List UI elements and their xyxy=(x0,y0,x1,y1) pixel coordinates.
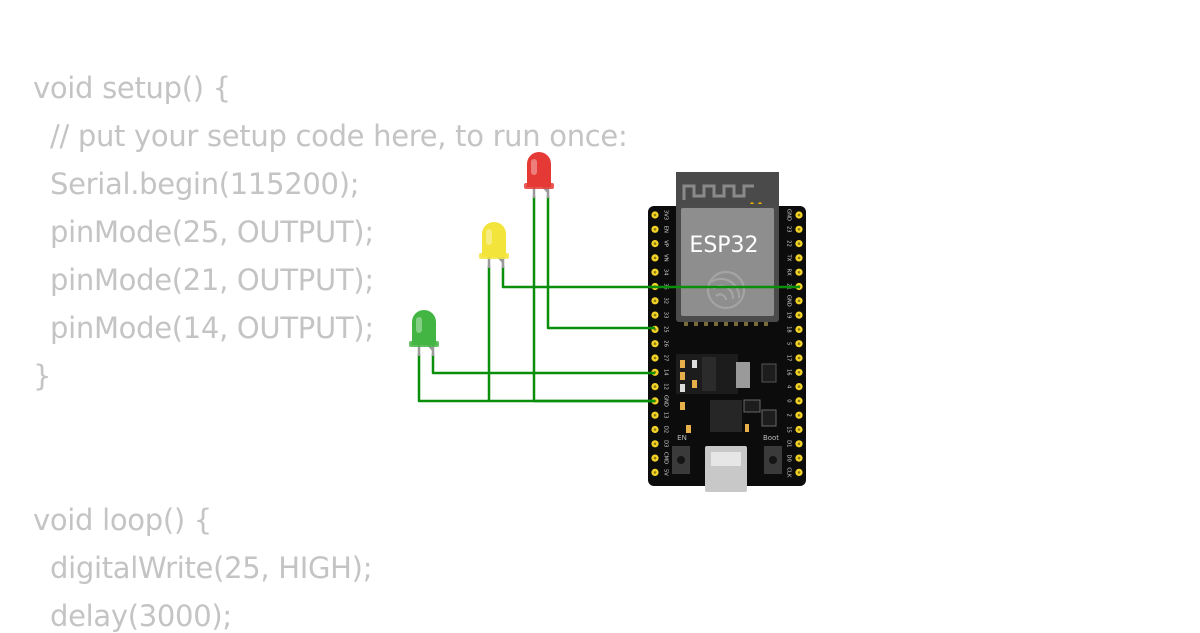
antenna-trace xyxy=(682,184,754,200)
left-pin-label: D2 xyxy=(663,426,669,433)
left-pin-label: D3 xyxy=(663,440,669,447)
left-pin-label: 12 xyxy=(663,383,669,390)
left-pin-label: 27 xyxy=(663,355,669,362)
right-pin-label: 23 xyxy=(786,226,792,233)
left-pin-label: 34 xyxy=(663,269,669,276)
left-pin-label: GND xyxy=(663,395,669,407)
right-pin-label: D1 xyxy=(786,440,792,447)
left-pin-label: 5V xyxy=(663,469,669,476)
right-pin-label: D0 xyxy=(786,454,792,461)
code-line-serial-begin: Serial.begin(115200); xyxy=(50,167,360,201)
led-red[interactable] xyxy=(524,152,554,198)
left-pin-label: 13 xyxy=(663,412,669,419)
wire-green[interactable] xyxy=(431,354,655,375)
code-line-pinmode-14: pinMode(14, OUTPUT); xyxy=(50,311,374,345)
module-label: ESP32 xyxy=(689,233,758,258)
code-line-pinmode-21: pinMode(21, OUTPUT); xyxy=(50,263,374,297)
right-pin-label: 16 xyxy=(786,369,792,376)
left-pin-label: 32 xyxy=(663,297,669,304)
wire-yellow[interactable] xyxy=(501,266,800,289)
boot-label: Boot xyxy=(763,434,779,442)
left-pin-label: VN xyxy=(663,254,669,262)
right-pin-label: 17 xyxy=(786,355,792,362)
left-pin-label: 3V3 xyxy=(663,210,669,220)
left-pin-label: 25 xyxy=(663,326,669,333)
left-pin-label: VP xyxy=(663,240,669,247)
right-pin-label: 0 xyxy=(786,399,792,402)
wires xyxy=(417,196,800,403)
left-pin-label: 26 xyxy=(663,340,669,347)
right-pin-label: 18 xyxy=(786,326,792,333)
code-line-comment: // put your setup code here, to run once… xyxy=(50,119,628,153)
right-pin-label: 4 xyxy=(786,385,792,389)
right-pin-label: RX xyxy=(786,269,792,277)
wire-red-gnd[interactable] xyxy=(532,196,655,403)
right-pin-label: 2 xyxy=(786,414,792,417)
esp32-board[interactable]: ESP32 EN xyxy=(648,172,806,492)
left-pin-label: EN xyxy=(663,226,669,233)
wire-red[interactable] xyxy=(546,196,655,330)
right-pin-label: CLK xyxy=(786,467,792,478)
module-shield xyxy=(681,208,774,316)
led-yellow[interactable] xyxy=(479,222,509,268)
right-pin-label: TX xyxy=(786,254,792,262)
left-pin-label: 33 xyxy=(663,312,669,319)
left-pin-label: 14 xyxy=(663,369,669,376)
code-line-pinmode-25: pinMode(25, OUTPUT); xyxy=(50,215,374,249)
code-line-digitalwrite: digitalWrite(25, HIGH); xyxy=(50,551,373,585)
en-label: EN xyxy=(677,434,687,442)
right-pin-label: 5 xyxy=(786,342,792,345)
right-pin-label: 22 xyxy=(786,240,792,247)
left-pin-label: CMD xyxy=(663,452,669,464)
code-line-setup-close: } xyxy=(33,359,52,393)
code-line-setup-header: void setup() { xyxy=(33,71,231,105)
right-pin-label: GND xyxy=(786,295,792,307)
code-line-loop-header: void loop() { xyxy=(33,503,212,537)
led-green[interactable] xyxy=(409,310,439,356)
right-pin-label: GND xyxy=(786,209,792,221)
right-pin-label: 19 xyxy=(786,312,792,319)
wire-green-gnd[interactable] xyxy=(417,354,655,403)
code-line-delay: delay(3000); xyxy=(50,599,232,633)
right-pin-label: 15 xyxy=(786,426,792,433)
usb-uart-chip xyxy=(710,400,742,432)
